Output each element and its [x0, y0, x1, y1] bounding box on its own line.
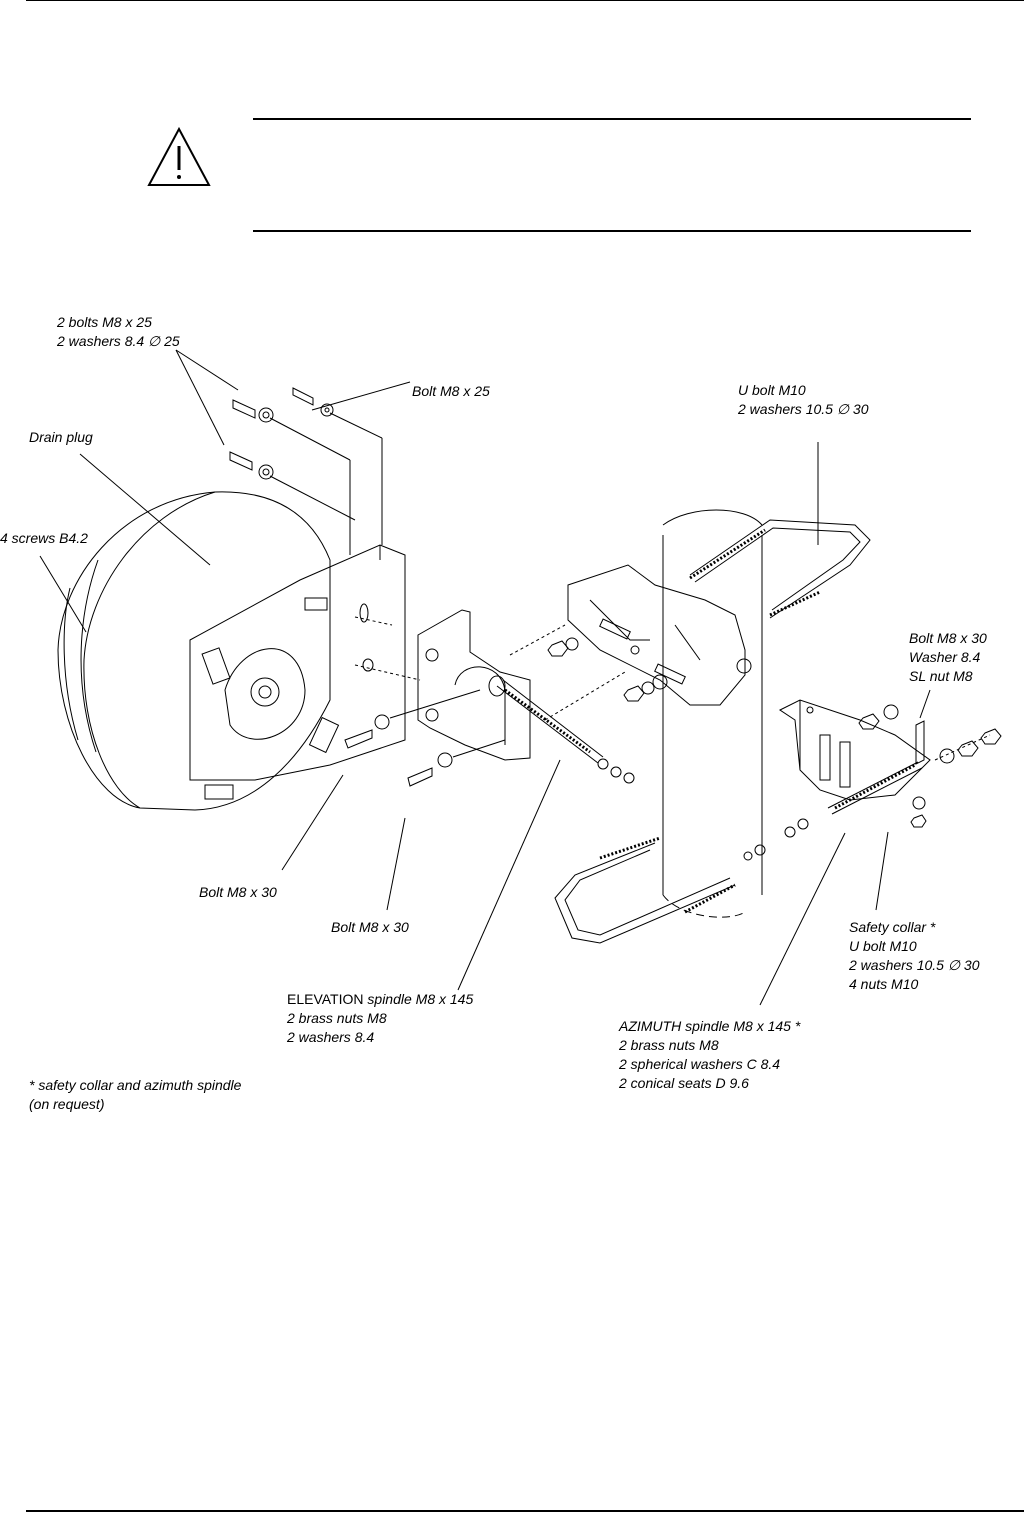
label-bolt-washer-nut-line1: Bolt M8 x 30 [909, 630, 987, 646]
label-safety-collar-line4: 4 nuts M10 [849, 976, 919, 992]
lower-u-bolt [554, 836, 736, 944]
label-safety-collar: Safety collar * U bolt M10 2 washers 10.… [849, 918, 980, 994]
side-bolts [344, 689, 506, 787]
label-safety-collar-line2: U bolt M10 [849, 938, 917, 954]
azimuth-clamp-bracket [567, 564, 752, 706]
label-elevation-title: ELEVATION [287, 991, 364, 1007]
label-elevation-line2: 2 brass nuts M8 [287, 1010, 387, 1026]
label-elevation-spindle-text: spindle M8 x 145 [363, 991, 474, 1007]
motor-housing [57, 491, 331, 811]
label-azimuth-line1: AZIMUTH spindle M8 x 145 * [619, 1018, 801, 1034]
bottom-page-rule [26, 1510, 1024, 1512]
label-elevation-line3: 2 washers 8.4 [287, 1029, 375, 1045]
label-top-bolts-line1: 2 bolts M8 x 25 [57, 314, 152, 330]
top-page-rule [26, 0, 1024, 1]
warning-rule-top [253, 118, 971, 120]
label-bolt-m8x30-center: Bolt M8 x 30 [331, 919, 409, 935]
gear-housing-plate [189, 544, 406, 800]
label-u-bolt-top: U bolt M10 2 washers 10.5 ∅ 30 [738, 381, 869, 419]
label-footnote-line1: * safety collar and azimuth spindle [29, 1077, 242, 1093]
label-bolt-washer-nut-line2: Washer 8.4 [909, 649, 981, 665]
label-bolt-m8x25: Bolt M8 x 25 [412, 383, 490, 399]
label-safety-collar-line1: Safety collar * [849, 919, 936, 935]
label-u-bolt-top-line2: 2 washers 10.5 ∅ 30 [738, 401, 869, 417]
top-bolts [229, 387, 383, 555]
label-azimuth-line3: 2 spherical washers C 8.4 [619, 1056, 781, 1072]
elevation-bracket [417, 609, 531, 761]
label-top-bolts-line2: 2 washers 8.4 ∅ 25 [57, 333, 180, 349]
label-azimuth-line2: 2 brass nuts M8 [619, 1037, 719, 1053]
label-bolt-m8x30-left: Bolt M8 x 30 [199, 884, 277, 900]
safety-collar [779, 699, 931, 801]
label-azimuth: AZIMUTH spindle M8 x 145 * 2 brass nuts … [619, 1017, 800, 1093]
warning-triangle-icon [147, 126, 211, 186]
leader-lines [39, 349, 931, 1006]
label-bolt-washer-nut-line3: SL nut M8 [909, 668, 973, 684]
label-screws: 4 screws B4.2 [0, 530, 88, 546]
label-drain-plug: Drain plug [29, 429, 93, 445]
label-bolt-washer-nut: Bolt M8 x 30 Washer 8.4 SL nut M8 [909, 629, 987, 686]
upper-u-bolt [689, 519, 871, 619]
label-elevation-spindle: ELEVATION spindle M8 x 145 2 brass nuts … [287, 990, 473, 1047]
label-elevation-line1: ELEVATION spindle M8 x 145 [287, 990, 473, 1009]
label-safety-collar-line3: 2 washers 10.5 ∅ 30 [849, 957, 980, 973]
elevation-spindle [496, 679, 635, 784]
warning-rule-bottom [253, 230, 971, 232]
label-u-bolt-top-line1: U bolt M10 [738, 382, 806, 398]
label-top-bolts: 2 bolts M8 x 25 2 washers 8.4 ∅ 25 [57, 313, 180, 351]
label-footnote-line2: (on request) [29, 1096, 105, 1112]
mast-tube [662, 509, 763, 918]
azimuth-spindle [743, 761, 923, 861]
label-footnote: * safety collar and azimuth spindle (on … [29, 1076, 241, 1114]
label-azimuth-line4: 2 conical seats D 9.6 [619, 1075, 749, 1091]
